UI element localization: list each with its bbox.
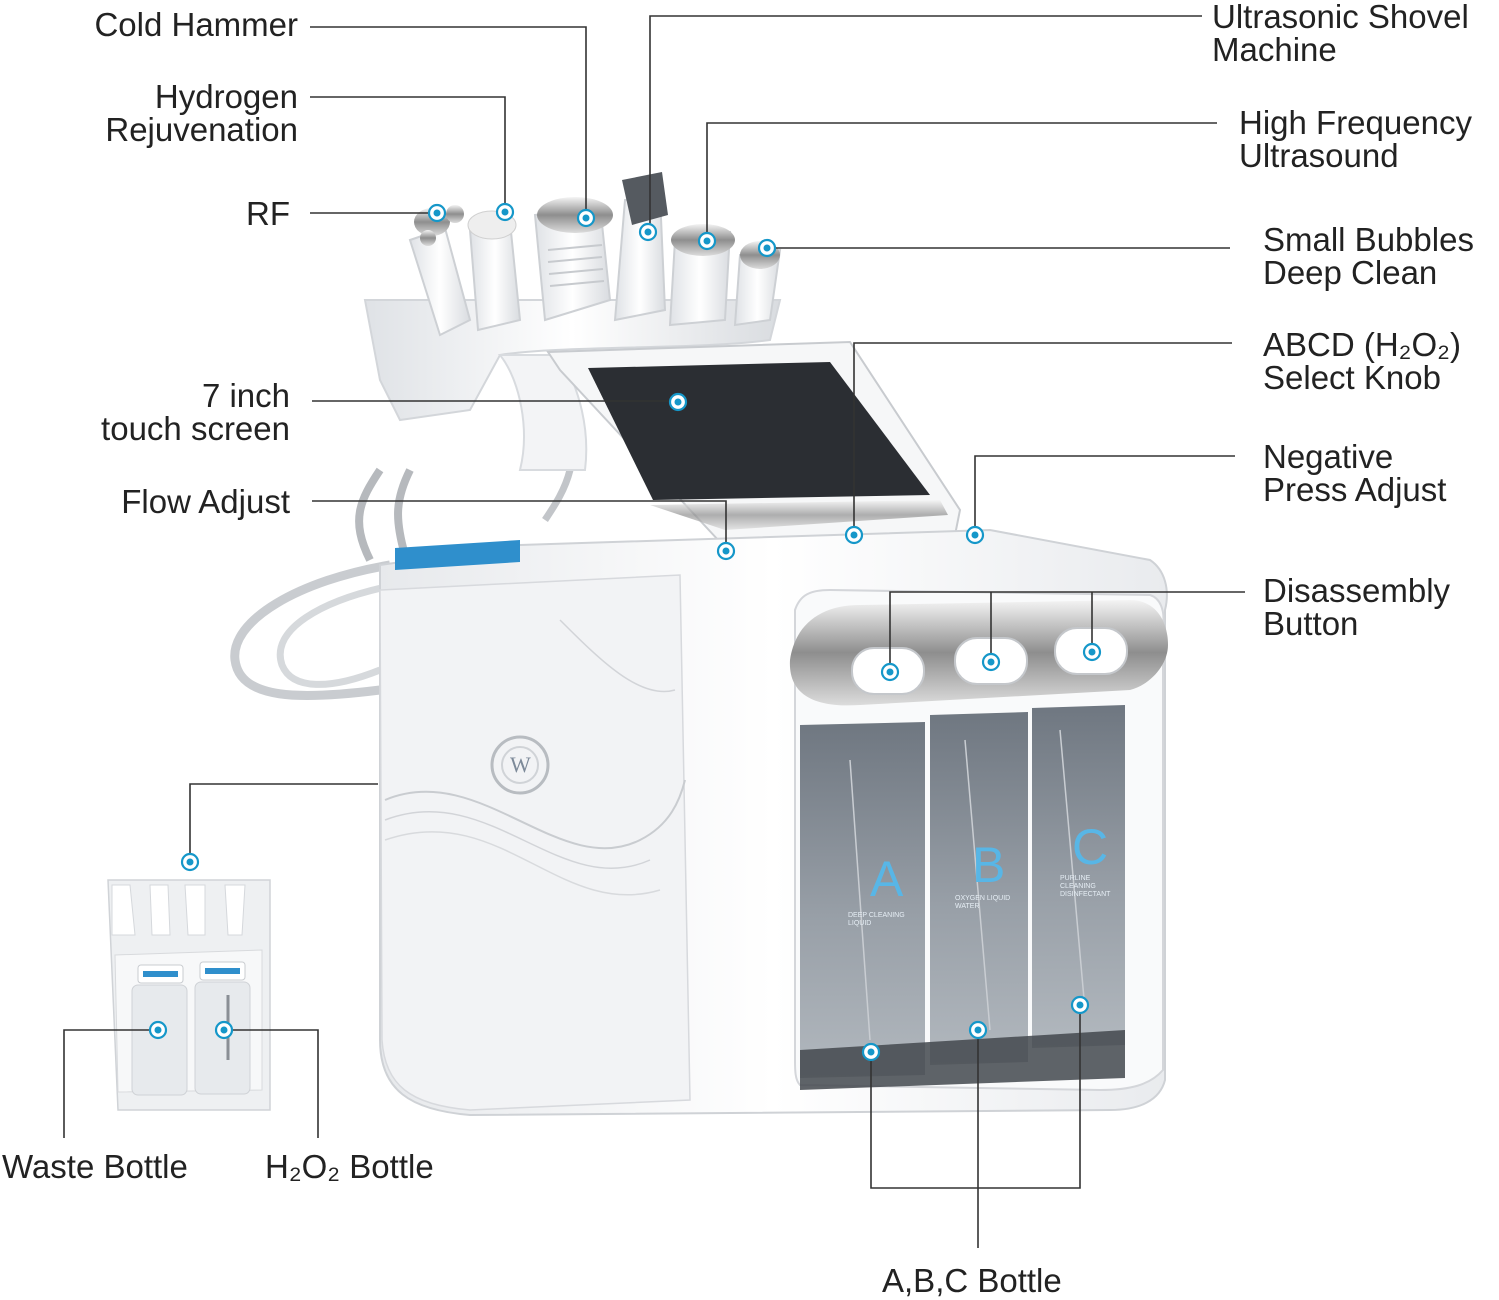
touch-screen-unit [546, 340, 962, 544]
bottle-caption-a: DEEP CLEANING LIQUID [848, 912, 905, 927]
marker-dot [495, 202, 515, 222]
callout-rf: RF [246, 197, 290, 230]
logo-letter: W [510, 752, 531, 777]
marker-dot [638, 222, 658, 242]
callout-text: Deep Clean [1263, 254, 1438, 291]
callout-abcd-select-knob: ABCD (H₂O₂) Select Knob [1263, 328, 1461, 394]
callout-text: H₂O₂ Bottle [265, 1148, 434, 1185]
callout-text: Flow Adjust [121, 483, 290, 520]
callout-touch-screen: 7 inch touch screen [101, 379, 290, 445]
hoses [230, 467, 574, 701]
inset-bottle-unit [107, 879, 271, 1111]
marker-dot [880, 662, 900, 682]
callout-text: Select Knob [1263, 359, 1441, 396]
marker-dot [716, 541, 736, 561]
marker-dot [214, 1020, 234, 1040]
callout-text: Press Adjust [1263, 471, 1447, 508]
callout-text: Ultrasound [1239, 137, 1399, 174]
callout-text: Cold Hammer [94, 6, 298, 43]
callout-cold-hammer: Cold Hammer [94, 8, 298, 41]
marker-dot [1082, 642, 1102, 662]
bottle-letter-c: C [1072, 819, 1109, 875]
marker-dot [1070, 995, 1090, 1015]
callout-text: 7 inch [201, 377, 290, 414]
marker-dot [965, 525, 985, 545]
leader-lines [63, 15, 1245, 1248]
callout-waste-bottle: Waste Bottle [2, 1150, 188, 1183]
callout-text: RF [246, 195, 290, 232]
marker-dot [148, 1020, 168, 1040]
callout-text: ABCD (H₂O₂) [1263, 326, 1461, 363]
callout-abc-bottle: A,B,C Bottle [882, 1264, 1062, 1297]
bottles-abc [800, 705, 1125, 1090]
callout-text: Waste Bottle [2, 1148, 188, 1185]
callout-text: Negative [1263, 438, 1394, 475]
callout-text: Small Bubbles [1263, 221, 1474, 258]
callout-high-frequency: High Frequency Ultrasound [1239, 106, 1472, 172]
callout-small-bubbles: Small Bubbles Deep Clean [1263, 223, 1474, 289]
callout-text: Ultrasonic Shovel [1212, 0, 1469, 35]
callout-text: Hydrogen [154, 78, 298, 115]
callout-negative-press-adjust: Negative Press Adjust [1263, 440, 1446, 506]
callout-text: Machine [1212, 31, 1337, 68]
callout-text: A,B,C Bottle [882, 1262, 1062, 1299]
marker-dot [427, 203, 447, 223]
callout-ultrasonic-shovel: Ultrasonic Shovel Machine [1212, 0, 1469, 66]
callout-hydrogen-rejuvenation: Hydrogen Rejuvenation [105, 80, 298, 146]
marker-dot [180, 852, 200, 872]
marker-dots [148, 202, 1102, 1062]
callout-text: Button [1263, 605, 1359, 642]
marker-dot [968, 1020, 988, 1040]
bottle-caption-b: OXYGEN LIQUID WATER [955, 895, 1011, 910]
callout-h2o2-bottle: H₂O₂ Bottle [265, 1150, 434, 1183]
callout-flow-adjust: Flow Adjust [121, 485, 290, 518]
callout-text: Rejuvenation [105, 111, 298, 148]
handpieces [408, 172, 782, 337]
marker-dot [576, 208, 596, 228]
callout-text: touch screen [101, 410, 290, 447]
marker-dot [861, 1042, 881, 1062]
callout-disassembly-button: Disassembly Button [1263, 574, 1450, 640]
callout-text: High Frequency [1239, 104, 1472, 141]
marker-dot [844, 525, 864, 545]
marker-dot [697, 231, 717, 251]
marker-dot [757, 238, 777, 258]
bottle-caption-c: PURLINE CLEANING DISINFECTANT [1060, 875, 1111, 898]
callout-text: Disassembly [1263, 572, 1451, 609]
marker-dot [668, 392, 688, 412]
marker-dot [981, 652, 1001, 672]
bottle-letter-b: B [972, 837, 1006, 893]
bottle-letter-a: A [870, 851, 904, 907]
